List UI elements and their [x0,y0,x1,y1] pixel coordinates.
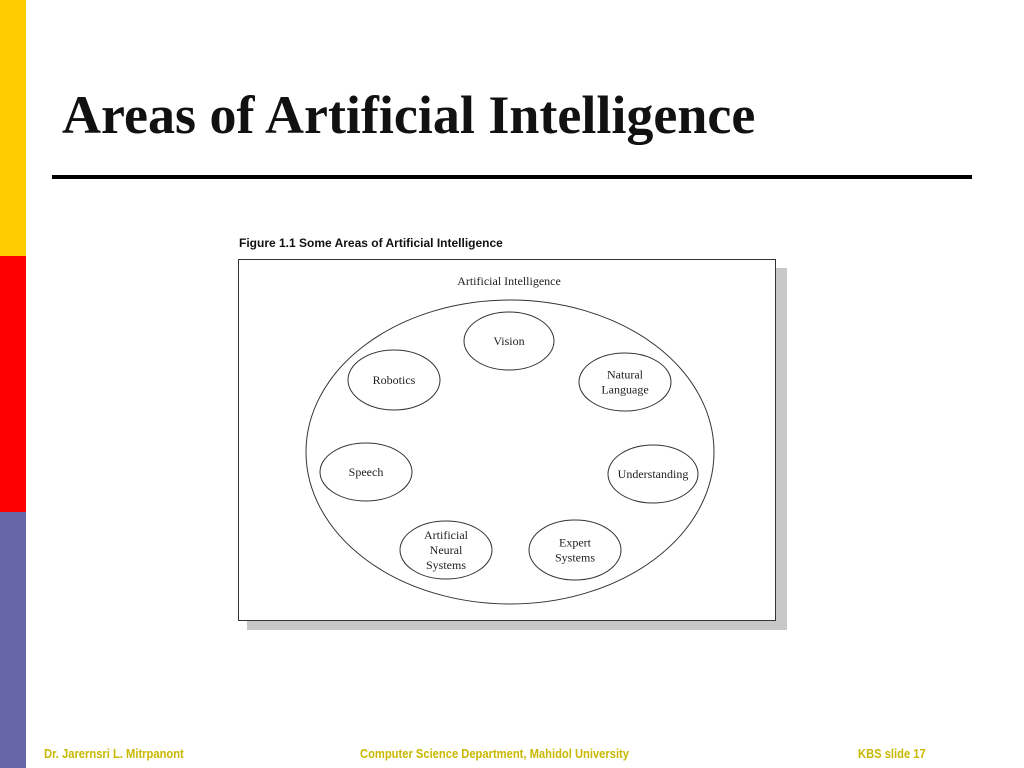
title-underline [52,175,972,179]
footer-slide-number: KBS slide 17 [858,746,926,761]
ai-outer-ellipse [305,299,715,605]
area-label-speech: Speech [349,465,384,479]
area-label-artificial-neural-systems: Systems [426,558,466,572]
ai-areas-diagram: Artificial Intelligence VisionNaturalLan… [305,274,715,605]
area-label-vision: Vision [493,334,524,348]
area-label-natural-language: Language [601,383,648,397]
area-ellipse-artificial-neural-systems [399,520,493,580]
area-ellipse-expert-systems [528,519,622,581]
area-node-speech: Speech [319,442,413,502]
sidebar-red-segment [0,256,26,512]
area-label-understanding: Understanding [618,467,689,481]
area-node-understanding: Understanding [607,444,699,504]
area-label-natural-language: Natural [607,368,644,382]
sidebar-yellow-segment [0,0,26,256]
figure-caption: Figure 1.1 Some Areas of Artificial Inte… [239,236,503,250]
area-ellipse-robotics [347,349,441,411]
area-label-robotics: Robotics [373,373,416,387]
area-label-expert-systems: Systems [555,551,595,565]
outer-label: Artificial Intelligence [457,274,561,288]
area-label-artificial-neural-systems: Artificial [424,528,469,542]
footer-department: Computer Science Department, Mahidol Uni… [360,746,630,761]
area-label-artificial-neural-systems: Neural [430,543,463,557]
slide-title: Areas of Artificial Intelligence [62,85,756,145]
area-ellipse-natural-language [578,352,672,412]
area-node-robotics: Robotics [347,349,441,411]
sidebar-blue-segment [0,512,26,768]
area-node-vision: Vision [463,311,555,371]
area-ellipse-vision [463,311,555,371]
footer-author: Dr. Jarernsri L. Mitrpanont [44,746,184,761]
area-ellipse-speech [319,442,413,502]
area-label-expert-systems: Expert [559,536,592,550]
area-ellipse-understanding [607,444,699,504]
